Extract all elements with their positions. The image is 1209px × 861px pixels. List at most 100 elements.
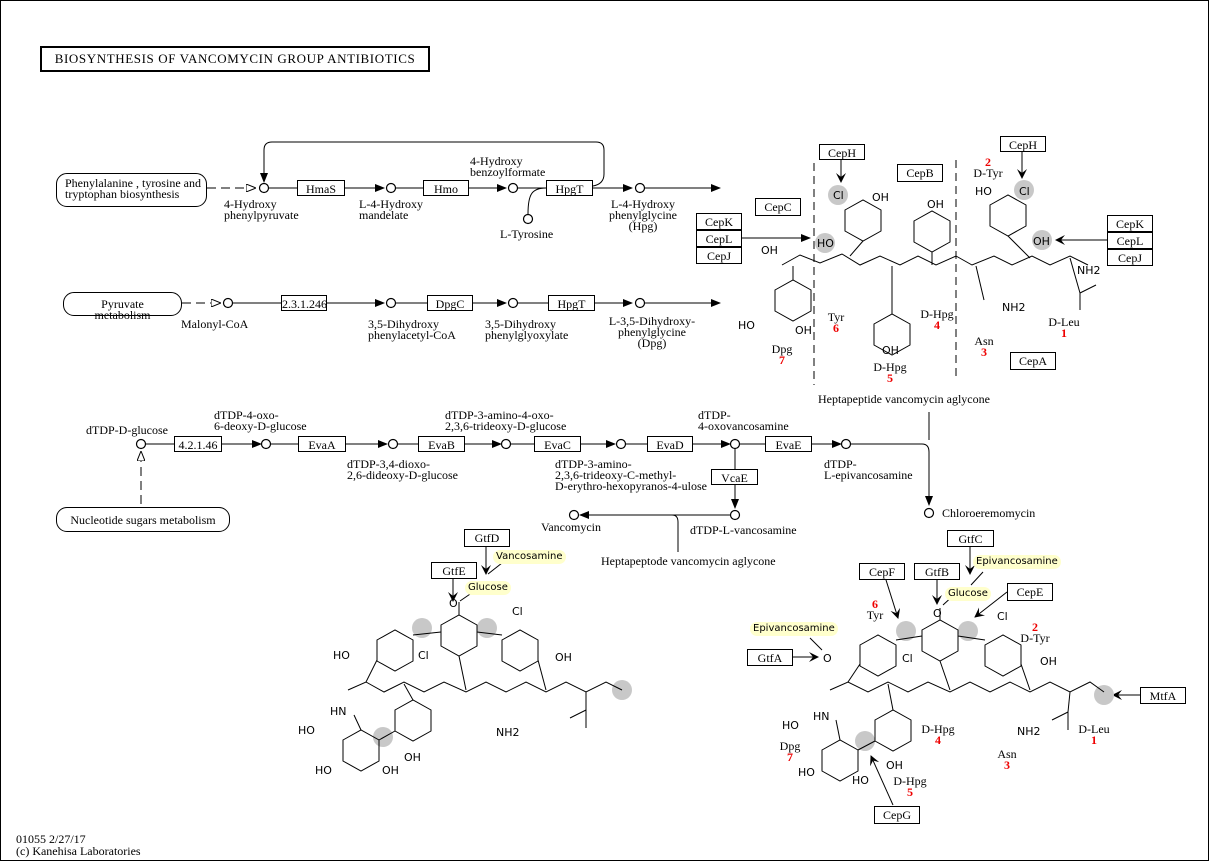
enzyme-cepl[interactable]: CepL <box>696 230 742 247</box>
compound-heptapeptide-aglycone[interactable]: Heptapeptode vancomycin aglycone <box>601 554 776 568</box>
enzyme-2-3-1-246[interactable]: 2.3.1.246 <box>281 295 327 311</box>
compound-dtdp-3-4-dioxo[interactable]: dTDP-3,4-dioxo- 2,6-dideoxy-D-glucose <box>347 457 458 482</box>
atom-oh: OH <box>882 344 899 357</box>
enzyme-vcae[interactable]: VcaE <box>711 469 758 485</box>
enzyme-gtfc[interactable]: GtfC <box>947 530 994 547</box>
enzyme-gtfe[interactable]: GtfE <box>431 562 477 579</box>
compound-heptapeptide-aglycone[interactable]: Heptapeptide vancomycin aglycone <box>818 392 990 406</box>
compound-3-5-dihydroxyphenylglyoxylate[interactable]: 3,5-Dihydroxy phenylglyoxylate <box>485 317 569 342</box>
map-pyruvate-metabolism[interactable]: Pyruvate metabolism <box>63 292 182 321</box>
enzyme-evad[interactable]: EvaD <box>647 436 693 452</box>
sugar-epivancosamine: Epivancosamine <box>750 622 838 636</box>
enzyme-evab[interactable]: EvaB <box>418 436 465 452</box>
vancomycin-skeleton <box>342 602 623 772</box>
enzyme-cepe[interactable]: CepE <box>1007 583 1053 601</box>
atom-ho: HO <box>738 319 755 332</box>
enzyme-gtfb[interactable]: GtfB <box>914 563 960 580</box>
map-phenylalanine-tyrosine-tryptophan[interactable]: Phenylalanine , tyrosine and tryptophan … <box>56 173 207 207</box>
atom-nh2: NH2 <box>1077 264 1101 277</box>
compound-dtdp-4-oxovancosamine[interactable]: dTDP- 4-oxovancosamine <box>698 408 789 433</box>
compound-dtdp-d-glucose[interactable]: dTDP-D-glucose <box>86 423 168 437</box>
compound-malonyl-coa[interactable]: Malonyl-CoA <box>181 317 249 331</box>
atom-oh: OH <box>872 191 889 204</box>
compound-nodes <box>135 182 935 521</box>
atom-oh: OH <box>1033 235 1050 248</box>
enzyme-ceph[interactable]: CepH <box>1000 136 1046 152</box>
atom-oh: OH <box>382 764 399 777</box>
compound-dtdp-l-epivancosamine[interactable]: dTDP- L-epivancosamine <box>824 457 913 482</box>
atom-oh: OH <box>404 751 421 764</box>
map-nucleotide-sugars[interactable]: Nucleotide sugars metabolism <box>56 507 230 532</box>
compound-l-4-hydroxyphenylglycine[interactable]: L-4-Hydroxy phenylglycine (Hpg) <box>609 197 677 233</box>
enzyme-evae[interactable]: EvaE <box>765 436 812 452</box>
atom-ho: HO <box>817 237 834 250</box>
atom-ho: HO <box>782 719 799 732</box>
compound-l-4-hydroxymandelate[interactable]: L-4-Hydroxy mandelate <box>359 197 423 222</box>
enzyme-4-2-1-46[interactable]: 4.2.1.46 <box>174 436 222 452</box>
enzyme-hpgt[interactable]: HpgT <box>546 180 593 196</box>
atom-ho: HO <box>298 724 315 737</box>
enzyme-cepg[interactable]: CepG <box>874 806 920 824</box>
atom-ho: HO <box>333 649 350 662</box>
enzyme-evaa[interactable]: EvaA <box>298 436 346 452</box>
modification-sites <box>373 180 1114 751</box>
compound-dtdp-l-vancosamine[interactable]: dTDP-L-vancosamine <box>690 523 797 537</box>
enzyme-hpgt[interactable]: HpgT <box>548 295 595 311</box>
enzyme-hmo[interactable]: Hmo <box>423 180 469 196</box>
compound-dtdp-3-amino-c-methyl[interactable]: dTDP-3-amino- 2,3,6-trideoxy-C-methyl- D… <box>555 457 707 493</box>
atom-cl: Cl <box>833 189 844 202</box>
compound-dtdp-3-amino-4-oxo[interactable]: dTDP-3-amino-4-oxo- 2,3,6-trideoxy-D-glu… <box>445 408 567 433</box>
atom-oh: OH <box>886 759 903 772</box>
atom-ho: HO <box>852 774 869 787</box>
enzyme-cepf[interactable]: CepF <box>859 563 905 580</box>
enzyme-gtfd[interactable]: GtfD <box>464 529 510 547</box>
map-title-box: BIOSYNTHESIS OF VANCOMYCIN GROUP ANTIBIO… <box>40 46 430 72</box>
enzyme-cepa[interactable]: CepA <box>1010 352 1056 370</box>
enzyme-evac[interactable]: EvaC <box>534 436 581 452</box>
compound-l-tyrosine[interactable]: L-Tyrosine <box>500 227 554 241</box>
map-id-date: 01055 2/27/17 <box>16 832 86 846</box>
sugar-epivancosamine: Epivancosamine <box>973 555 1061 569</box>
enzyme-cepk[interactable]: CepK <box>1107 215 1153 232</box>
enzyme-cepc[interactable]: CepC <box>755 198 801 216</box>
atom-cl: Cl <box>512 605 523 618</box>
map-label: Nucleotide sugars metabolism <box>70 513 216 527</box>
sugar-vancosamine: Vancosamine <box>493 550 566 564</box>
enzyme-gtfa[interactable]: GtfA <box>747 649 793 666</box>
enzyme-cepb[interactable]: CepB <box>897 164 943 182</box>
atom-ho: HO <box>315 764 332 777</box>
compound-4-hydroxyphenylpyruvate[interactable]: 4-Hydroxy phenylpyruvate <box>224 197 299 222</box>
sugar-glucose: Glucose <box>945 587 991 601</box>
enzyme-dpgc[interactable]: DpgC <box>427 295 473 311</box>
compound-4-hydroxybenzoylformate[interactable]: 4-Hydroxy benzoylformate <box>470 154 546 179</box>
enzyme-ceph[interactable]: CepH <box>819 144 865 160</box>
enzyme-mtfa[interactable]: MtfA <box>1140 687 1186 704</box>
map-title: BIOSYNTHESIS OF VANCOMYCIN GROUP ANTIBIO… <box>54 51 416 66</box>
heptapeptide-skeleton-top <box>774 194 1097 356</box>
map-label: Phenylalanine , tyrosine and tryptophan … <box>65 176 201 201</box>
chloroeremomycin-skeleton <box>821 608 1105 782</box>
atom-oh: OH <box>555 651 572 664</box>
compound-dtdp-4-oxo-6-deoxy-d-glucose[interactable]: dTDP-4-oxo- 6-deoxy-D-glucose <box>214 408 307 433</box>
enzyme-cepj[interactable]: CepJ <box>696 247 742 264</box>
atom-nh2: NH2 <box>1017 725 1041 738</box>
compound-vancomycin[interactable]: Vancomycin <box>541 520 601 534</box>
atom-cl: Cl <box>418 649 429 662</box>
enzyme-cepl[interactable]: CepL <box>1107 232 1153 249</box>
enzyme-cepk[interactable]: CepK <box>696 213 742 230</box>
compound-3-5-dihydroxyphenylacetyl-coa[interactable]: 3,5-Dihydroxy phenylacetyl-CoA <box>368 317 456 342</box>
compound-chloroeremomycin[interactable]: Chloroeremomycin <box>942 506 1036 520</box>
atom-o: O <box>449 597 458 610</box>
atom-oh: OH <box>795 324 812 337</box>
enzyme-hmas[interactable]: HmaS <box>297 180 345 196</box>
atom-oh: OH <box>1040 655 1057 668</box>
compound-l-3-5-dihydroxyphenylglycine[interactable]: L-3,5-Dihydroxy- phenylglycine (Dpg) <box>608 314 696 350</box>
enzyme-cepj[interactable]: CepJ <box>1107 249 1153 266</box>
